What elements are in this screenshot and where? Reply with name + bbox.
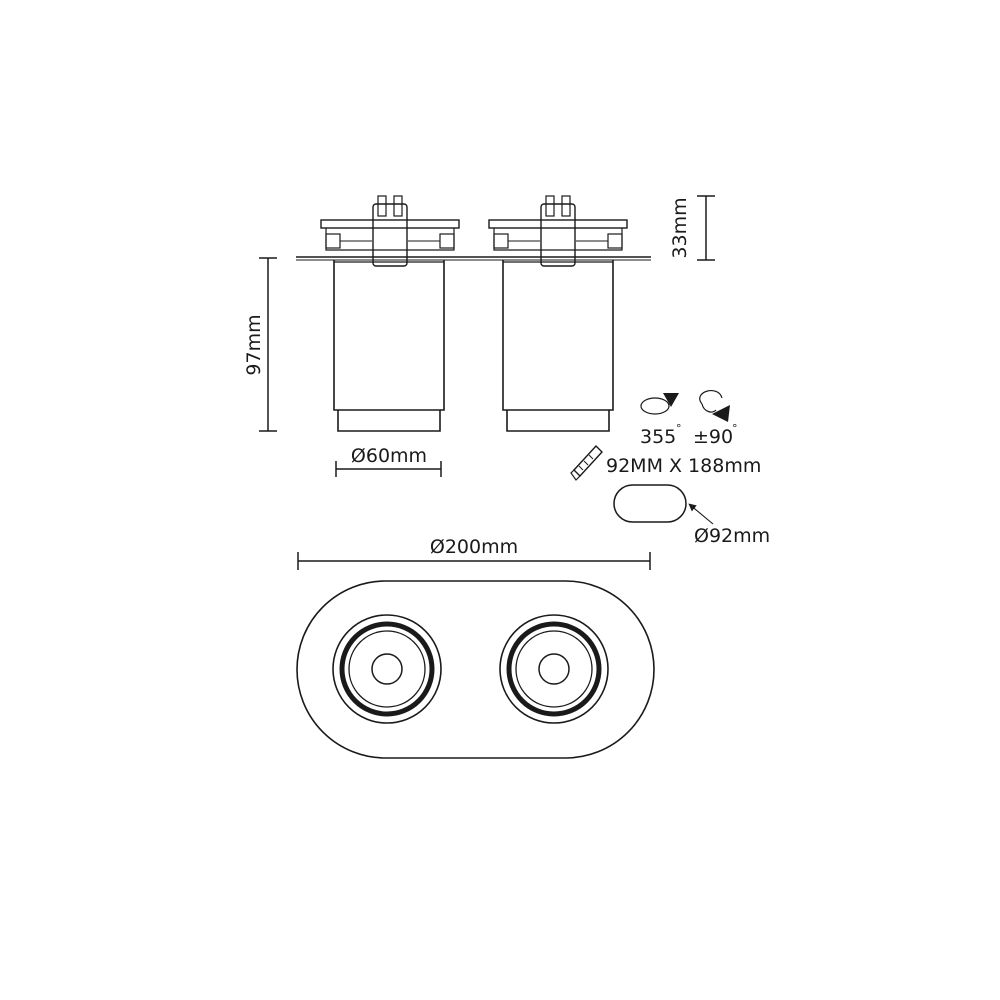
side-view xyxy=(296,195,651,432)
dimension-overall-diameter: Ø200mm xyxy=(297,536,651,570)
cutout-size-label: 92MM X 188mm xyxy=(606,455,761,477)
body-height-label: 97mm xyxy=(243,314,265,375)
cutout-pointer-arrow xyxy=(688,503,714,525)
fixture-left xyxy=(320,195,460,432)
rotate-horizontal-icon xyxy=(640,393,679,415)
mounting-height-label: 33mm xyxy=(669,197,691,258)
rotation-tilt-label: ±90 xyxy=(693,426,733,448)
overall-diameter-label: Ø200mm xyxy=(430,536,518,558)
rotate-tilt-icon xyxy=(699,389,730,422)
head-diameter-label: Ø60mm xyxy=(351,445,427,467)
rotation-horizontal-label: 355 xyxy=(640,426,676,448)
rotation-horizontal-degree: ° xyxy=(676,422,682,435)
front-view xyxy=(296,580,655,759)
cutout-shape xyxy=(613,484,687,523)
cutout-diameter-label: Ø92mm xyxy=(694,525,770,547)
trim-outline xyxy=(296,580,655,759)
dimension-head-diameter: Ø60mm xyxy=(335,445,442,477)
lamp-left xyxy=(332,614,442,724)
rotation-tilt-degree: ° xyxy=(732,422,738,435)
lamp-right xyxy=(499,614,609,724)
dimension-body-height: 97mm xyxy=(243,257,277,432)
fixture-right xyxy=(488,195,628,432)
cutting-saw-icon xyxy=(570,444,603,481)
dimension-mounting-height: 33mm xyxy=(669,195,715,261)
